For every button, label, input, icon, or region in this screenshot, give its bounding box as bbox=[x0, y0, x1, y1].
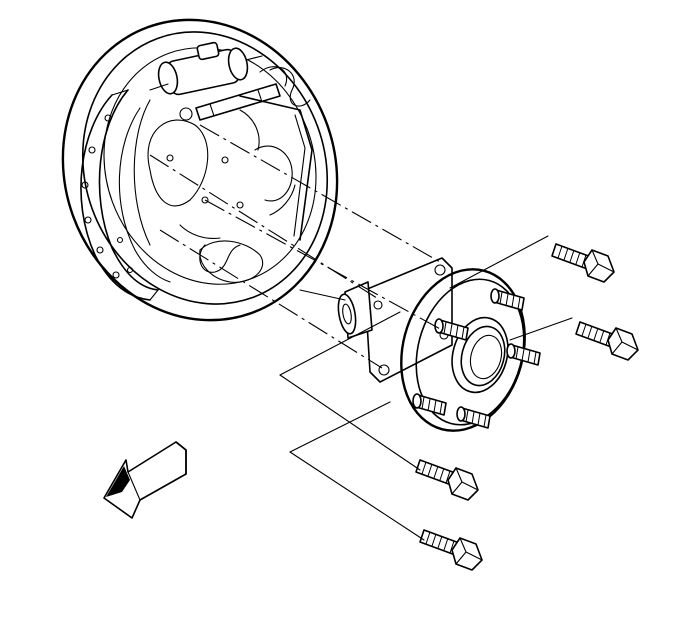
wheel-stud bbox=[506, 343, 541, 366]
leader-lines bbox=[279, 235, 573, 541]
adjuster-strut bbox=[179, 83, 313, 241]
wheel-stud bbox=[412, 393, 447, 416]
hub-mounting-bolt bbox=[419, 529, 483, 571]
hub-mounting-bolt bbox=[415, 459, 479, 501]
wheel-cylinder bbox=[149, 41, 263, 96]
arrow-forward-icon bbox=[103, 441, 187, 519]
brake-backing-plate bbox=[61, 18, 339, 322]
brake-shoe bbox=[80, 89, 171, 301]
wheel-stud bbox=[490, 288, 525, 311]
mounting-bolts bbox=[415, 243, 639, 571]
wheel-studs bbox=[412, 288, 541, 429]
wheel-stud bbox=[456, 406, 491, 429]
hub-mounting-bolt bbox=[575, 321, 639, 361]
hub-mounting-bolt bbox=[551, 243, 615, 283]
alignment-lines bbox=[149, 124, 443, 369]
